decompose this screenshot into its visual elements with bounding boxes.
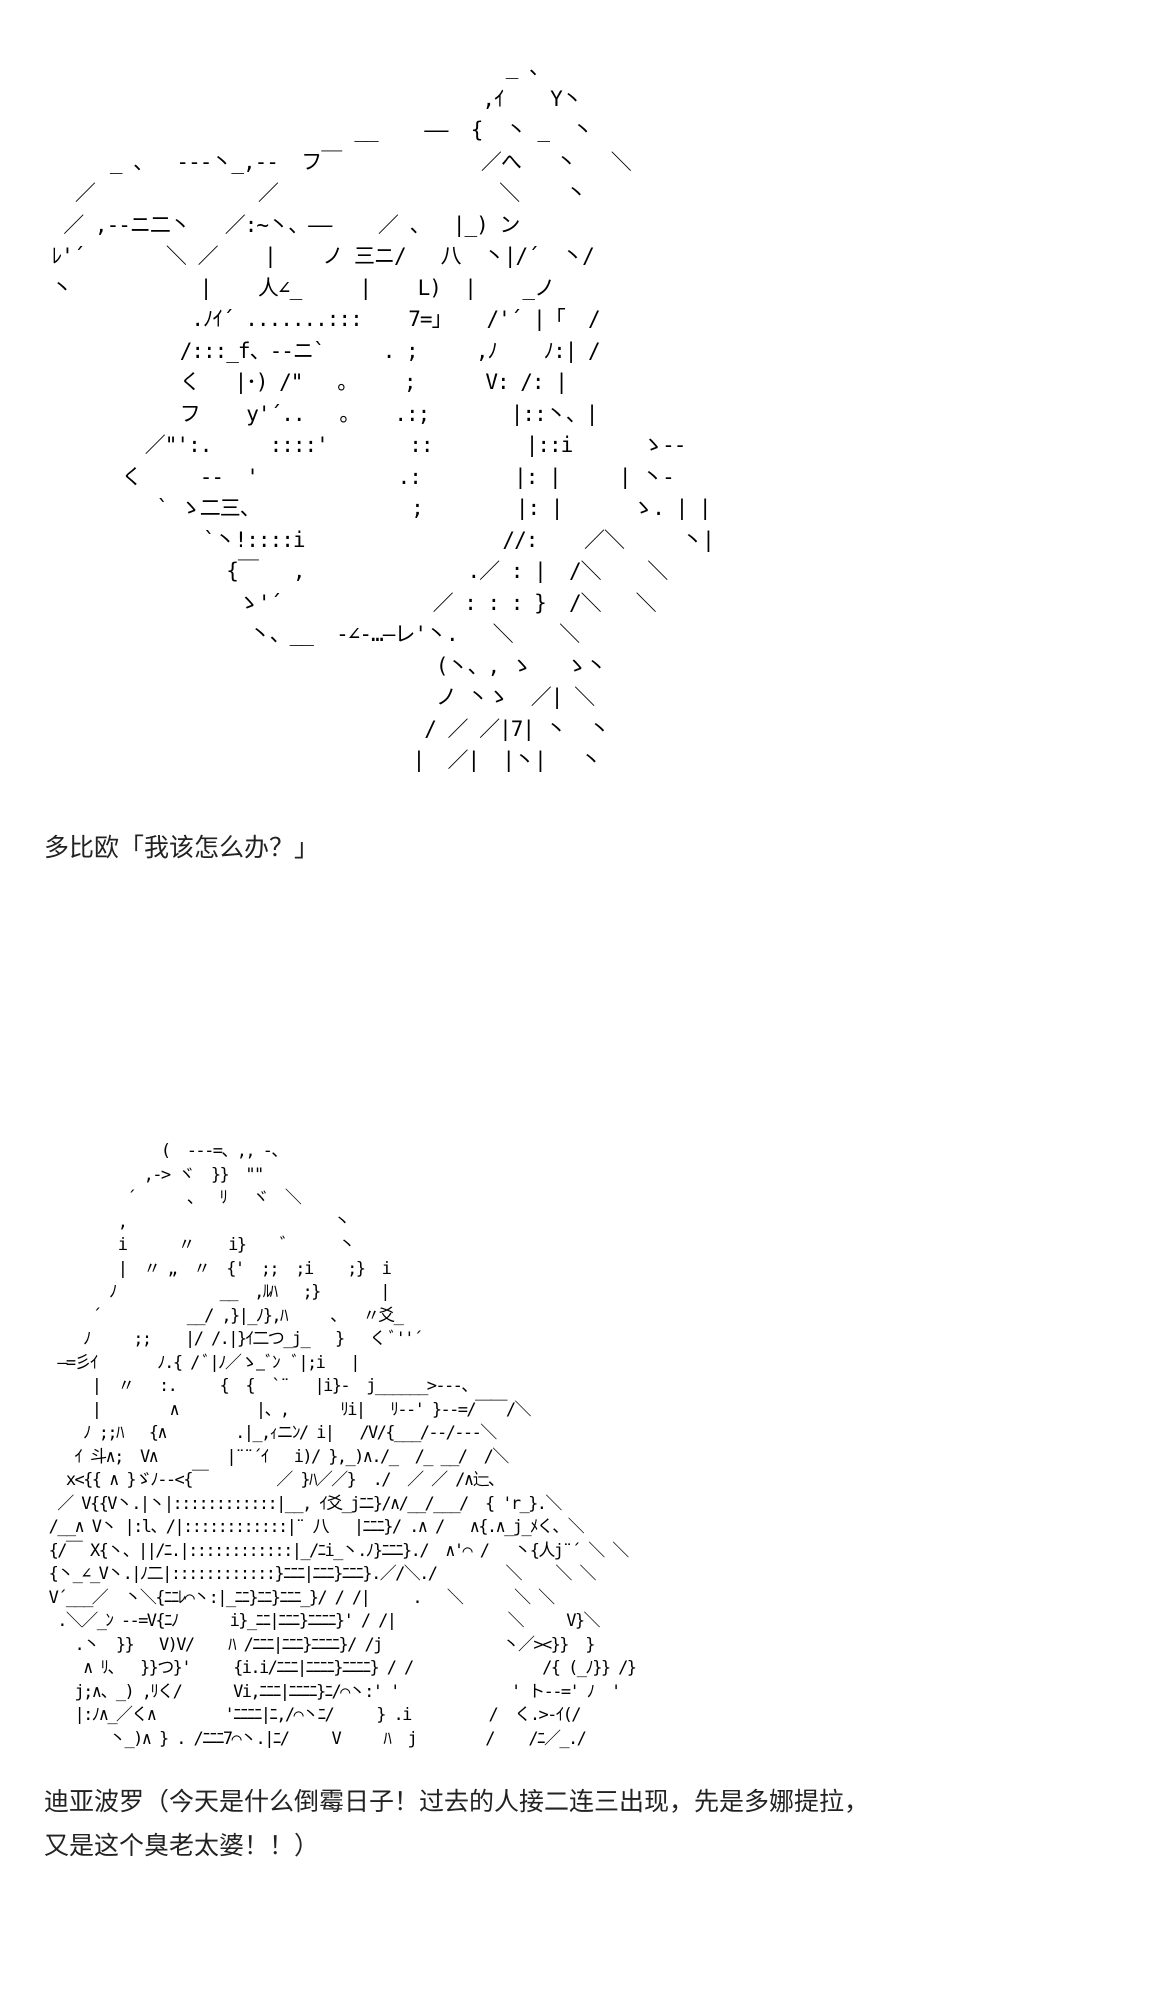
- ascii-art-line: .丶 }} V)V/ ﾊ /ﾆﾆﾆ|ﾆﾆﾆ}ﾆﾆﾆﾆ}/ /j 丶／><}} }: [40, 1634, 596, 1655]
- ascii-art-line: x<{{ ∧ }ゞﾉ--<{￣ ／ }ﾊ／／} ./ ／ ／ /∧辷、: [40, 1470, 505, 1490]
- ascii-art-line: ｲ 斗∧; V∧ |¨¨´ｲ i)/ },_)∧./_ /_ __/ /＼: [40, 1446, 510, 1467]
- ascii-art-line: ∧ ﾘ、 }}つ}' {i.i/ﾆﾆﾆ|ﾆﾆﾆﾆ}ﾆﾆﾆﾆ} / / /{ (_…: [40, 1658, 637, 1678]
- ascii-art-line: | 〃 :. { { `¨ |i}- j______>---、: [40, 1376, 478, 1396]
- ascii-art-line: _ 、 ---丶_,-- フ￣ ／へ 丶 ＼: [40, 149, 632, 174]
- ascii-art-line: ノ 丶ゝ ／| ＼: [40, 685, 595, 709]
- ascii-art-diavolo: ( ---=、,, -、 ,-> ヾ }} "" ´ 、 ﾘ ヾ ＼ , 丶 i…: [40, 1140, 637, 1751]
- ascii-art-line: 丶 | 人∠_ | L) | _ノ: [40, 275, 555, 300]
- ascii-art-line: i 〃 i} ゛ 丶: [40, 1235, 356, 1255]
- ascii-art-line: ﾉ __ ,ﾙﾊ ;} |: [40, 1282, 390, 1302]
- ascii-art-line: / ／ ／|7| 丶 丶: [40, 716, 610, 741]
- ascii-art-line: ／"':. ::::' :: |::i ゝ--: [40, 433, 687, 457]
- ascii-art-line: 丶、__ -∠-…―レ'丶. ＼ ＼: [40, 622, 581, 646]
- ascii-art-line: ,-> ヾ }} "": [40, 1164, 265, 1185]
- ascii-art-line: {/￣ X{丶、||/ﾆ.|::::::::::::|_/ﾆi_丶.ﾉ}ﾆﾆﾆ}…: [40, 1540, 630, 1561]
- ascii-art-line: , 丶: [40, 1211, 351, 1232]
- ascii-art-line: __ ―― { 丶 _ 丶: [40, 118, 593, 142]
- ascii-art-line: ( ---=、,, -、: [40, 1141, 288, 1161]
- ascii-art-line: ,ｲ Y丶: [40, 86, 582, 111]
- ascii-art-line: | 〃 „ 〃 {' ;; ;i ;} i: [40, 1258, 392, 1279]
- ascii-art-line: `丶!::::i //: ／＼ 丶|: [40, 527, 715, 552]
- ascii-art-line: j;∧、_) ,ﾘく/ Vi,ﾆﾆﾆ|ﾆﾆﾆﾆ}ﾆ/⌒丶:' ' ' ト--='…: [40, 1681, 622, 1702]
- ascii-art-line: ﾚ'´ ＼ ／ | ノ 三ニ/ 八 丶|/´ 丶/: [40, 244, 595, 268]
- ascii-art-line: {￣ , .／ : | /＼ ＼: [40, 559, 668, 583]
- ascii-art-line: _ 、: [40, 55, 550, 79]
- ascii-art-line: 丶_)∧ } . /ﾆﾆﾆ7⌒丶.|ﾆ/ V ﾊ j / /ﾆ／_./: [40, 1728, 587, 1749]
- ascii-art-line: |:ﾉ∧_／く∧ 'ﾆﾆﾆﾆ|ﾆ,/⌒丶ﾆ/ } .i / く.>-ｲ(/: [40, 1705, 582, 1725]
- ascii-art-line: ／ V{{V丶.|丶|::::::::::::|__, ｲ爻_jﾆﾆ}/∧/__…: [40, 1493, 562, 1514]
- caption-diavolo-line-1: 迪亚波罗（今天是什么倒霉日子！过去的人接二连三出现，先是多娜提拉，: [44, 1787, 870, 1816]
- ascii-art-line: ―=彡ｲ ﾉ.{ / ﾞ|ﾉ／ゝ_ﾞﾝ ﾞ|;i |: [40, 1352, 360, 1373]
- ascii-art-line: /__∧ V丶 |:l、/|::::::::::::|¨ 八 |ﾆﾆﾆ}/ .∧…: [40, 1517, 585, 1537]
- ascii-art-line: V´___／ 丶＼{ﾆﾆﾚ⌒丶:|_ﾆﾆ}ﾆﾆ}ﾆﾆﾆ_}/ / /| . ＼ …: [40, 1587, 556, 1608]
- ascii-art-line: .ﾉｲ´ .......::: 7=」 /'´ |「 /: [40, 307, 600, 331]
- ascii-art-line: く |･) /" 。 ; V: /: |: [40, 370, 568, 394]
- ascii-art-line: く -- ' .: |: | | 丶-: [40, 464, 675, 489]
- caption-dobio: 多比欧「我该怎么办？」: [44, 833, 320, 862]
- ascii-art-line: ／ ,--ニ二丶 ／:~丶、―― ／ 、 |_) ン: [40, 212, 520, 237]
- ascii-art-line: /:::_f、--ニ` . ; ,ﾉ ﾉ:| /: [40, 338, 601, 363]
- ascii-art-line: {丶_∠_V丶.|ﾉ二|::::::::::::}ﾆﾆﾆ|ﾆﾆﾆ}ﾆﾆﾆ}.／/…: [40, 1564, 597, 1584]
- ascii-art-line: | ／| |丶| 丶: [40, 748, 602, 772]
- caption-diavolo-line-2: 又是这个臭老太婆！！）: [44, 1831, 320, 1860]
- ascii-art-line: .＼／_ﾝ --=V{ﾆﾉ i}_ﾆﾆ|ﾆﾆﾆ}ﾆﾆﾆﾆ}' / /| ＼ V}…: [40, 1611, 600, 1631]
- ascii-art-line: フ y'´.. 。 .:; |::丶、|: [40, 401, 599, 426]
- ascii-art-line: ´ __/ ,}|_ﾉ},ﾊ 、 〃爻_: [40, 1305, 404, 1326]
- ascii-art-line: ﾉ ;;ﾊ {∧ .|_,ｨニﾝ/ i| /V/{___/--/---＼: [40, 1423, 497, 1443]
- ascii-art-line: ´ 、 ﾘ ヾ ＼: [40, 1188, 302, 1208]
- ascii-art-dobio: _ 、 ,ｲ Y丶 __ ―― { 丶 _ 丶 _ 、 ---丶_,-- フ￣ …: [40, 52, 715, 777]
- ascii-art-line: | ∧ |、, ﾘi| ﾘ--' }--=/￣￣/＼: [40, 1399, 532, 1420]
- ascii-art-line: (丶、, ゝ ゝ丶: [40, 653, 607, 678]
- ascii-art-line: ゝ'´ ／ : : : } /＼ ＼: [40, 590, 657, 615]
- ascii-art-line: ﾉ ;; |/ /.|}ｲ二つ_j_ } く ﾞ''´: [40, 1329, 423, 1349]
- ascii-art-line: ` ゝ二三、 ; |: | ゝ. | |: [40, 496, 711, 520]
- ascii-art-line: ／ ／ ＼ 丶: [40, 181, 587, 205]
